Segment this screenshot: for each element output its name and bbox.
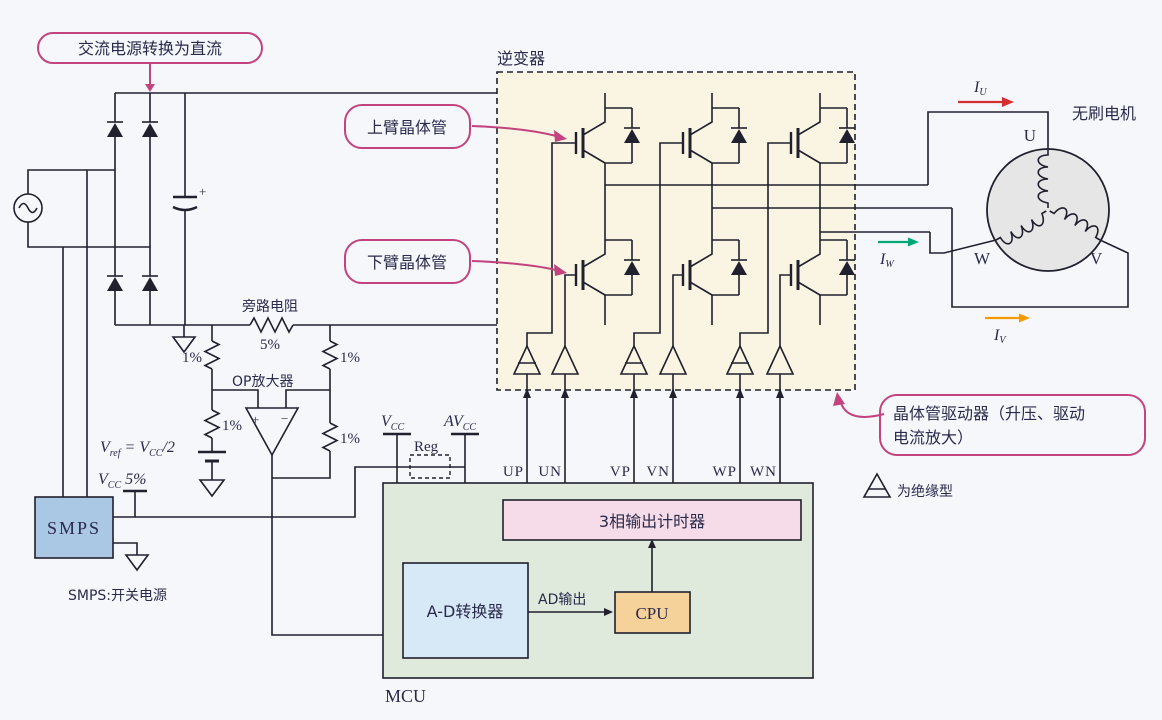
smps-section: SMPS SMPS:开关电源 VCC AVCC Reg xyxy=(34,170,479,604)
resistor-1pct-d xyxy=(321,422,339,452)
smps-label: SMPS xyxy=(47,518,101,538)
vref-battery xyxy=(198,450,226,463)
resistor-1pct-a xyxy=(203,340,221,370)
resistor-1pct-c xyxy=(321,340,339,370)
op-amp: + − xyxy=(244,407,300,457)
ground-symbol-vref xyxy=(198,479,226,498)
callout-upper-arm-label: 上臂晶体管 xyxy=(367,118,447,137)
inverter: 逆变器 xyxy=(496,49,952,500)
smps-box xyxy=(34,496,114,559)
reg-label: Reg xyxy=(414,439,439,455)
reg-box xyxy=(409,454,451,479)
phase-label-u: U xyxy=(1024,126,1036,145)
signal-label-vp: VP xyxy=(610,464,631,480)
sine-icon xyxy=(18,202,38,214)
vcc-label: VCC xyxy=(381,413,404,433)
adout-label: AD输出 xyxy=(538,592,586,608)
timer-box xyxy=(502,499,802,541)
current-label-iw: IW xyxy=(879,251,895,270)
cpu-label: CPU xyxy=(635,604,668,623)
adc-label: A-D转换器 xyxy=(427,602,504,621)
opamp-plus: + xyxy=(252,412,259,427)
signal-label-wn: WN xyxy=(750,464,777,480)
plus-sign: + xyxy=(199,184,206,199)
current-arrow-iu: IU xyxy=(958,79,1014,107)
callout-lower-arm-label: 下臂晶体管 xyxy=(367,253,447,272)
timer-label: 3相输出计时器 xyxy=(599,512,705,531)
current-arrow-iw: IW xyxy=(878,237,919,270)
mcu-section: MCU 3相输出计时器 A-D转换器 CPU AD输出 xyxy=(382,482,814,706)
legend: 为绝缘型 xyxy=(862,472,953,500)
callout-ac-to-dc: 交流电源转换为直流 xyxy=(37,32,263,92)
brushless-motor xyxy=(986,148,1110,272)
adc-box xyxy=(402,562,529,659)
resistor-1pct-b xyxy=(203,409,221,439)
callout-driver: 晶体管驱动器（升压、驱动 电流放大） xyxy=(833,392,1146,456)
smps-note: SMPS:开关电源 xyxy=(68,588,167,604)
vref-label: Vref = VCC/2 xyxy=(100,439,175,459)
ac-source xyxy=(13,169,150,248)
shunt-tolerance: 5% xyxy=(260,337,280,353)
gate-drivers xyxy=(512,142,795,500)
ground-symbol-bus xyxy=(171,325,197,354)
opamp-label: OP放大器 xyxy=(232,374,293,390)
current-label-iu: IU xyxy=(973,79,987,98)
tolerance-label-c: 1% xyxy=(340,350,360,366)
dc-capacitor: + xyxy=(172,93,206,325)
rectifier-bridge xyxy=(106,93,159,325)
callout-lower-arm: 下臂晶体管 xyxy=(344,239,567,284)
tolerance-label-d: 1% xyxy=(340,431,360,447)
cpu-box xyxy=(614,591,691,634)
signal-label-up: UP xyxy=(503,464,524,480)
current-sense: 旁路电阻 5% 1% 1% 1% 1% + − OP放大器 xyxy=(98,298,402,639)
current-label-iv: IV xyxy=(993,327,1007,346)
callout-upper-arm: 上臂晶体管 xyxy=(344,104,567,149)
signal-label-vn: VN xyxy=(646,464,670,480)
current-arrow-iv: IV xyxy=(985,313,1030,346)
motor-section: 无刷电机 U W V IU IW IV xyxy=(878,79,1136,346)
isolated-driver-icon xyxy=(862,472,892,498)
tolerance-label-b: 1% xyxy=(222,418,242,434)
phase-label-v: V xyxy=(1090,249,1103,268)
shunt-resistor xyxy=(249,316,294,334)
inverter-box xyxy=(496,71,856,391)
mcu-label: MCU xyxy=(385,686,426,706)
callouts: 交流电源转换为直流 上臂晶体管 下臂晶体管 晶体管驱动器（升压、驱动 电流放大） xyxy=(37,32,1146,456)
opamp-minus: − xyxy=(281,411,288,426)
callout-driver-label-1: 晶体管驱动器（升压、驱动 xyxy=(893,404,1085,423)
motor-label: 无刷电机 xyxy=(1072,104,1136,123)
ground-symbol-smps xyxy=(113,542,150,572)
inverter-label: 逆变器 xyxy=(497,49,545,68)
vcc-flag xyxy=(123,489,147,517)
signal-label-un: UN xyxy=(538,464,562,480)
phase-label-w: W xyxy=(974,249,991,268)
callout-ac-label: 交流电源转换为直流 xyxy=(78,39,222,58)
tolerance-label-a: 1% xyxy=(182,350,202,366)
iso-note-label: 为绝缘型 xyxy=(897,484,953,500)
avcc-label: AVCC xyxy=(443,413,476,433)
shunt-label: 旁路电阻 xyxy=(242,298,298,315)
callout-driver-label-2: 电流放大） xyxy=(893,428,973,447)
signal-label-wp: WP xyxy=(713,464,738,480)
vcc-tolerance-label: VCC 5% xyxy=(98,471,146,491)
